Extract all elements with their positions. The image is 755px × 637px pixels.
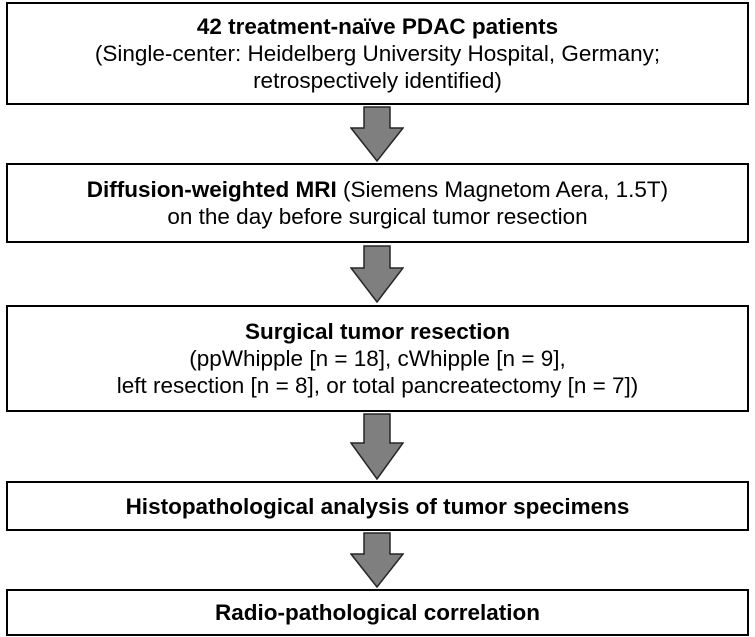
correlation-title: Radio-pathological correlation xyxy=(214,600,541,625)
mri-scanner: (Siemens Magnetom Aera, 1.5T) xyxy=(336,177,669,202)
resection-types-line-1: (ppWhipple [n = 18], cWhipple [n = 9], xyxy=(189,346,566,371)
resection-types-line-2: left resection [n = 8], or total pancrea… xyxy=(116,373,639,398)
patients-box: 42 treatment-naïve PDAC patients (Single… xyxy=(6,2,749,105)
down-arrow-icon xyxy=(350,413,404,480)
histopathology-title: Histopathological analysis of tumor spec… xyxy=(125,493,630,519)
resection-title: Surgical tumor resection xyxy=(244,319,511,344)
resection-box: Surgical tumor resection (ppWhipple [n =… xyxy=(6,305,749,412)
down-arrow-icon xyxy=(350,532,404,588)
down-arrow-icon xyxy=(350,245,404,303)
patients-identification-line: retrospectively identified) xyxy=(253,68,502,93)
down-arrow-icon xyxy=(350,106,404,162)
patients-title: 42 treatment-naïve PDAC patients xyxy=(196,14,559,39)
mri-box: Diffusion-weighted MRI (Siemens Magnetom… xyxy=(6,163,749,243)
mri-title-line: Diffusion-weighted MRI (Siemens Magnetom… xyxy=(87,176,668,203)
mri-timing-line: on the day before surgical tumor resecti… xyxy=(167,204,588,229)
histopathology-box: Histopathological analysis of tumor spec… xyxy=(6,481,749,531)
correlation-box: Radio-pathological correlation xyxy=(6,589,749,636)
mri-title: Diffusion-weighted MRI xyxy=(86,177,337,202)
patients-source-line: (Single-center: Heidelberg University Ho… xyxy=(94,41,661,66)
